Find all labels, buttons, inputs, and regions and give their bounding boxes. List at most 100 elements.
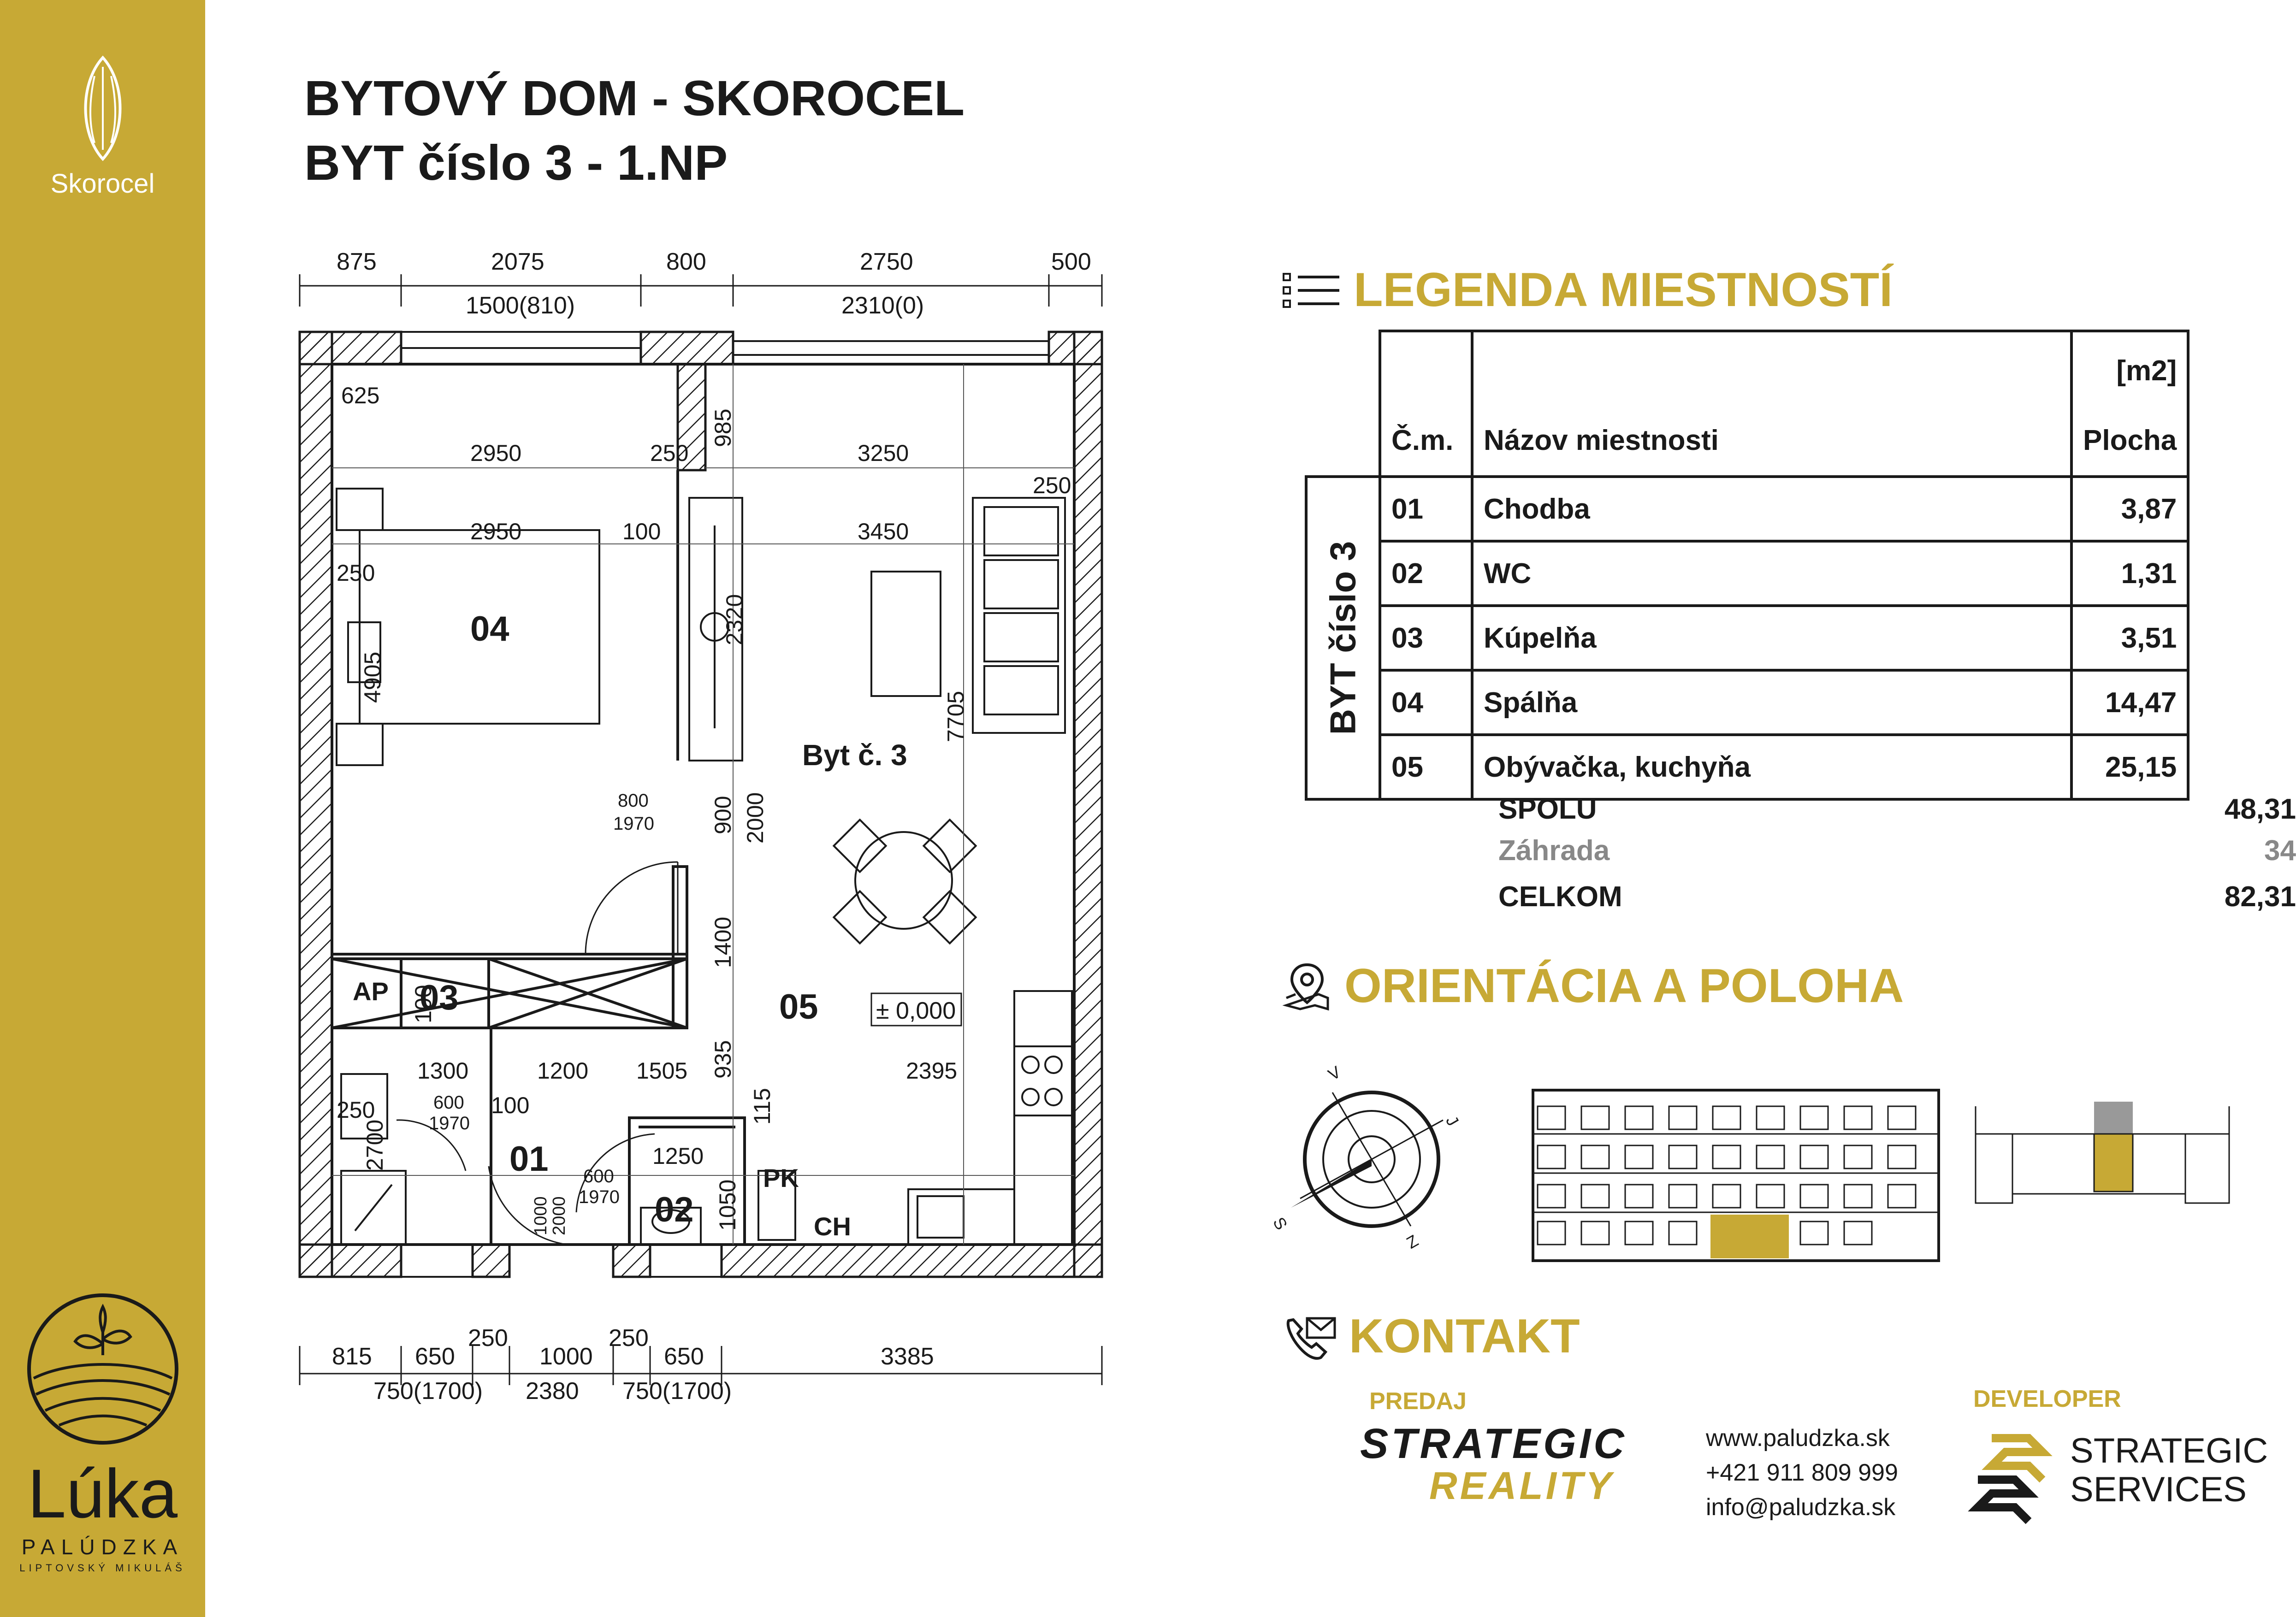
dim-inner-100a: 100 (622, 519, 661, 544)
room-ch-label: CH (814, 1212, 851, 1241)
dim-inner-625: 625 (341, 383, 379, 408)
col-area-header: [m2] Plocha (2070, 330, 2190, 478)
dim-top-1: 875 (337, 248, 377, 275)
dim-inner-2950b: 2950 (470, 519, 521, 544)
dim-window-1: 1500(810) (466, 292, 575, 319)
room-04-label: 04 (470, 609, 509, 649)
dim-bottom-3: 250 (468, 1325, 508, 1351)
group-label: BYT číslo 3 (1322, 541, 1363, 735)
dim-top-3: 800 (666, 248, 706, 275)
spolu-label: SPOLU (1498, 793, 1597, 825)
dim-inner-100c: 100 (491, 1092, 529, 1118)
field-sprout-icon (27, 1293, 178, 1445)
highlighted-unit (1710, 1215, 1789, 1258)
dim-inner-250c: 250 (337, 560, 375, 586)
phone-mail-icon (1286, 1317, 1336, 1360)
dim-inner-250a: 250 (650, 440, 688, 466)
floor-plan: 875 2075 800 2750 500 1500(810) 2310(0) (298, 248, 1103, 1405)
dim-inner-100b: 100 (410, 985, 436, 1023)
row-area: 3,87 (2070, 475, 2190, 543)
dim-door-1970c: 1970 (579, 1187, 620, 1207)
row-num: 05 (1379, 733, 1473, 801)
dim-inner-1000: 1000 (531, 1196, 550, 1235)
table-row: 05 Obývačka, kuchyňa 25,15 (1306, 733, 2190, 801)
col-unit-label: [m2] (2116, 355, 2177, 387)
row-name: Spálňa (1471, 669, 2073, 736)
col-name-header: Názov miestnosti (1471, 330, 2073, 478)
leaf-icon (84, 55, 121, 161)
contact-email[interactable]: info@paludzka.sk (1706, 1494, 1896, 1521)
page-subtitle: BYT číslo 3 - 1.NP (304, 135, 728, 190)
col-area-label: Plocha (2083, 425, 2177, 456)
legend-table: Č.m. Názov miestnosti [m2] Plocha BYT čí… (1305, 330, 2190, 801)
dim-inner-250b: 250 (1033, 472, 1071, 498)
dim-inner-2950a: 2950 (470, 440, 521, 466)
strategic-services-logo: STRATEGIC SERVICES (2070, 1434, 2268, 1507)
dim-top-4: 2750 (860, 248, 913, 275)
map-pin-icon (1282, 963, 1329, 1010)
row-num: 02 (1379, 540, 1473, 607)
dim-inner-2395: 2395 (906, 1058, 957, 1084)
dim-inner-2320: 2320 (722, 594, 747, 645)
dev-line1: STRATEGIC (2070, 1431, 2268, 1470)
dim-inner-985: 985 (710, 409, 736, 447)
dim-door-1970a: 1970 (613, 814, 654, 834)
legend-title: LEGENDA MIESTNOSTÍ (1354, 263, 1893, 317)
total-spolu: SPOLU 48,31 (1498, 793, 2296, 826)
dim-inner-115: 115 (749, 1088, 775, 1125)
legend-heading: LEGENDA MIESTNOSTÍ (1282, 263, 1893, 318)
room-pk-label: PK (763, 1163, 799, 1192)
row-name: Obývačka, kuchyňa (1471, 733, 2073, 801)
strategic-reality-logo: STRATEGIC REALITY (1360, 1420, 1627, 1508)
room-02-label: 02 (655, 1190, 694, 1229)
dim-bottom-window-1: 750(1700) (373, 1378, 483, 1405)
dim-inner-3250: 3250 (858, 440, 909, 466)
row-num: 01 (1379, 475, 1473, 543)
row-name: Chodba (1471, 475, 2073, 543)
dim-inner-7705: 7705 (943, 691, 969, 742)
dim-bottom-4: 1000 (539, 1343, 593, 1370)
total-zahrada: Záhrada 34 (1498, 834, 2296, 867)
row-name: WC (1471, 540, 2073, 607)
luka-sub: PALÚDZKA (21, 1535, 184, 1559)
row-num: 03 (1379, 604, 1473, 672)
zahrada-value: 34 (2264, 835, 2296, 867)
skorocel-logo: Skorocel (0, 55, 205, 199)
compass-s: S (1269, 1214, 1291, 1233)
celkom-label: CELKOM (1498, 881, 1622, 913)
dim-door-600a: 600 (433, 1092, 464, 1113)
dim-bottom-7: 3385 (881, 1343, 934, 1370)
row-area: 1,31 (2070, 540, 2190, 607)
predaj-label: PREDAJ (1369, 1388, 1467, 1415)
seller-line1: STRATEGIC (1360, 1420, 1627, 1467)
contact-phone[interactable]: +421 911 809 999 (1706, 1459, 1898, 1486)
total-celkom: CELKOM 82,31 (1498, 880, 2296, 913)
row-area: 14,47 (2070, 669, 2190, 736)
contact-web[interactable]: www.paludzka.sk (1706, 1425, 1890, 1452)
dim-inner-2000b: 2000 (550, 1196, 569, 1235)
dim-inner-1050: 1050 (715, 1180, 740, 1231)
dim-inner-1300: 1300 (417, 1058, 468, 1084)
dim-window-2: 2310(0) (841, 292, 924, 319)
celkom-value: 82,31 (2224, 881, 2296, 913)
seller-line2: REALITY (1429, 1464, 1615, 1507)
dim-inner-1200: 1200 (537, 1058, 588, 1084)
floor-level-label: ± 0,000 (876, 997, 956, 1024)
group-label-cell: BYT číslo 3 (1305, 475, 1381, 801)
dim-inner-1400: 1400 (710, 917, 736, 968)
site-plan (1975, 1102, 2230, 1204)
dim-inner-3450: 3450 (858, 519, 909, 544)
room-05-label: 05 (779, 987, 818, 1027)
dim-bottom-window-2: 750(1700) (622, 1378, 732, 1405)
contact-heading: KONTAKT (1282, 1309, 1580, 1364)
col-num-header: Č.m. (1379, 330, 1473, 478)
skorocel-name: Skorocel (50, 169, 155, 199)
luka-name: Lúka (27, 1455, 178, 1532)
room-03-label: 03 (420, 978, 459, 1017)
table-row: 03 Kúpelňa 3,51 (1306, 604, 2190, 672)
orientation-title: ORIENTÁCIA A POLOHA (1344, 959, 1904, 1013)
table-row: 02 WC 1,31 (1306, 540, 2190, 607)
table-row: 04 Spálňa 14,47 (1306, 669, 2190, 736)
dim-door-1970b: 1970 (429, 1113, 470, 1133)
dev-line2: SERVICES (2070, 1470, 2247, 1509)
